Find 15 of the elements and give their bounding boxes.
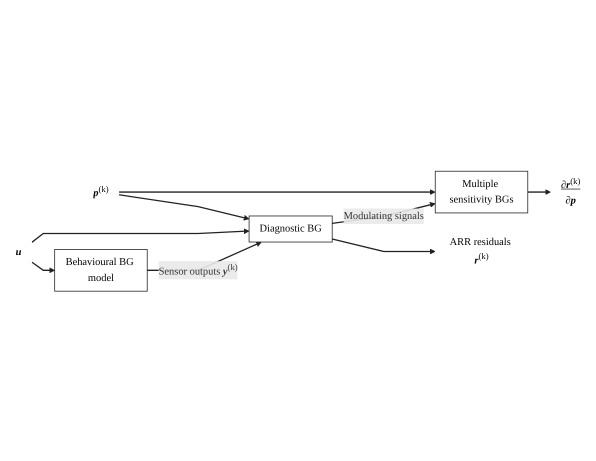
node-box: Behavioural BG model [54,249,148,292]
node-text: u [16,246,22,258]
arrow [119,189,436,195]
node-text: ∂r$^{(k)}$ ∂p [561,176,580,207]
edge-label: Sensor outputs y$^{(k)}$ [158,262,238,277]
node-box: Multiple sensitivity BGs [434,170,528,214]
edge-label: Modulating signals [344,210,424,222]
node-box: Diagnostic BG [248,216,333,242]
arrow [118,194,250,221]
node-text: ARR residuals r$^{(k)}$ [450,236,511,266]
arrow [332,238,436,254]
arrow [32,262,55,274]
arrow [528,189,551,195]
arrow [31,228,250,243]
node-text: p$^{(k)}$ [93,184,109,199]
